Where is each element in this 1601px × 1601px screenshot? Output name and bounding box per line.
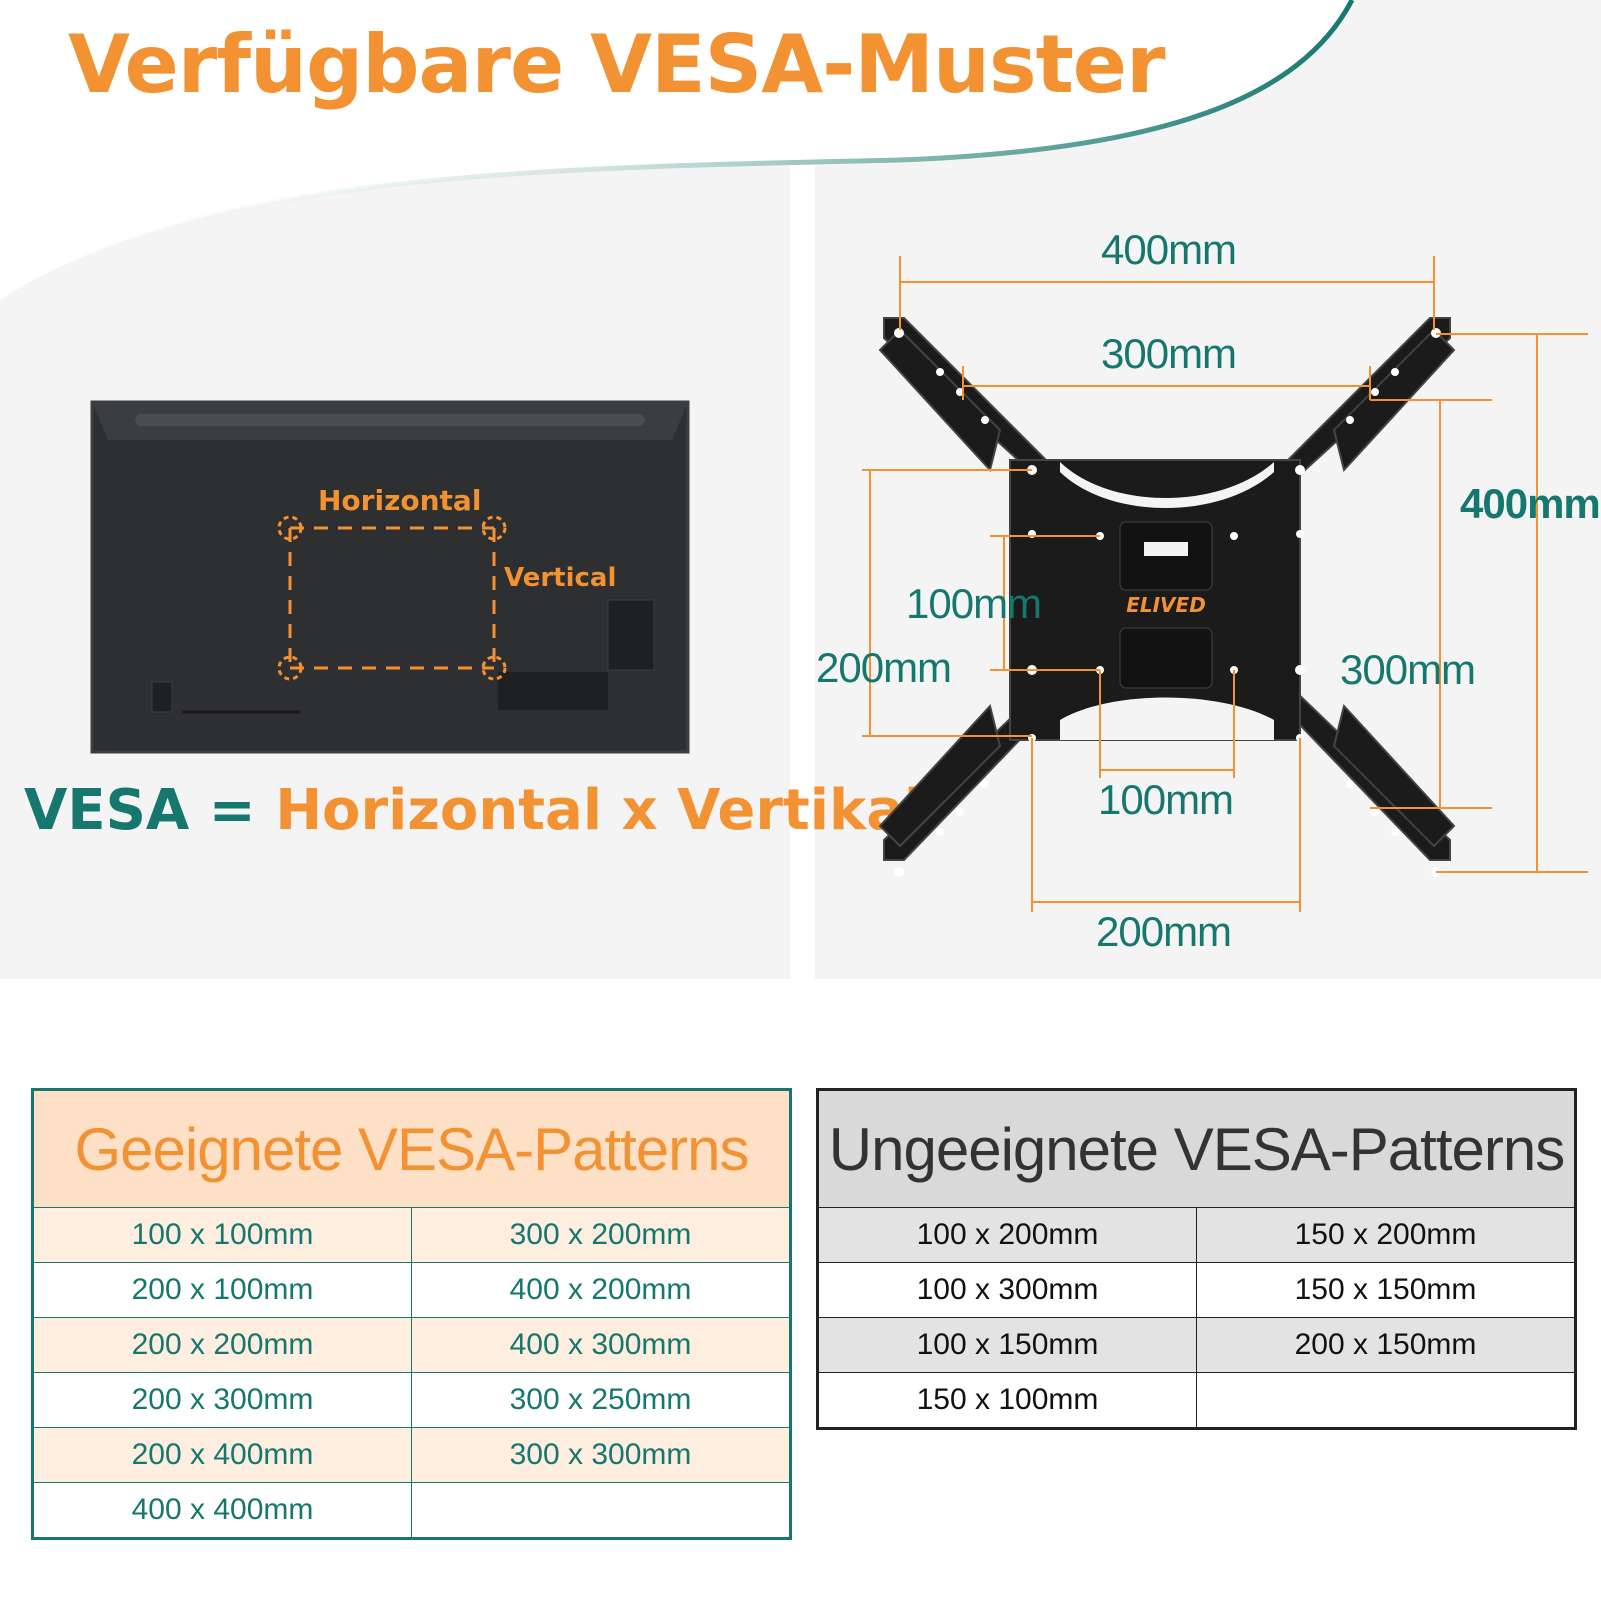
horizontal-label: Horizontal <box>318 484 481 517</box>
dim-right-300: 300mm <box>1340 646 1476 693</box>
header-swoosh <box>0 0 1355 303</box>
table-cell <box>1196 1372 1576 1429</box>
unsuitable-heading: Ungeeignete VESA-Patterns <box>817 1089 1576 1208</box>
dim-bottom-100: 100mm <box>1098 776 1234 823</box>
table-cell: 150 x 200mm <box>1196 1207 1576 1263</box>
table-cell: 400 x 400mm <box>32 1482 412 1539</box>
formula-right: Horizontal x Vertikal <box>275 778 924 843</box>
table-cell: 300 x 200mm <box>411 1207 791 1263</box>
table-row: 150 x 100mm <box>817 1372 1576 1429</box>
table-cell: 300 x 300mm <box>411 1427 791 1483</box>
table-cell: 100 x 200mm <box>817 1207 1197 1263</box>
bracket-diagram: ELIVED <box>862 256 1588 912</box>
page-title: Verfügbare VESA-Muster <box>68 18 1166 111</box>
dim-bottom-200: 200mm <box>1096 908 1232 955</box>
table-row: 400 x 400mm <box>32 1482 791 1539</box>
suitable-heading: Geeignete VESA-Patterns <box>32 1089 791 1208</box>
dim-top-400: 400mm <box>1101 226 1237 273</box>
vertical-label: Vertical <box>504 563 616 593</box>
dim-left-200: 200mm <box>816 644 952 691</box>
table-cell: 150 x 100mm <box>817 1372 1197 1429</box>
table-cell: 200 x 200mm <box>32 1317 412 1373</box>
brand-logo: ELIVED <box>1126 593 1206 617</box>
table-cell <box>411 1482 791 1539</box>
table-cell: 200 x 100mm <box>32 1262 412 1318</box>
tv-back-diagram: Horizontal Vertical <box>90 400 690 754</box>
table-cell: 100 x 150mm <box>817 1317 1197 1373</box>
formula-left: VESA = <box>24 778 256 843</box>
table-cell: 100 x 100mm <box>32 1207 412 1263</box>
table-cell: 150 x 150mm <box>1196 1262 1576 1318</box>
table-cell: 200 x 300mm <box>32 1372 412 1428</box>
table-cell: 300 x 250mm <box>411 1372 791 1428</box>
vesa-formula: VESA = Horizontal x Vertikal <box>24 778 923 843</box>
table-cell: 100 x 300mm <box>817 1262 1197 1318</box>
table-cell: 400 x 300mm <box>411 1317 791 1373</box>
dim-top-300: 300mm <box>1101 330 1237 377</box>
table-cell: 200 x 400mm <box>32 1427 412 1483</box>
dim-right-400: 400mm <box>1460 480 1601 527</box>
dim-left-100: 100mm <box>906 580 1042 627</box>
table-cell: 400 x 200mm <box>411 1262 791 1318</box>
table-cell: 200 x 150mm <box>1196 1317 1576 1373</box>
